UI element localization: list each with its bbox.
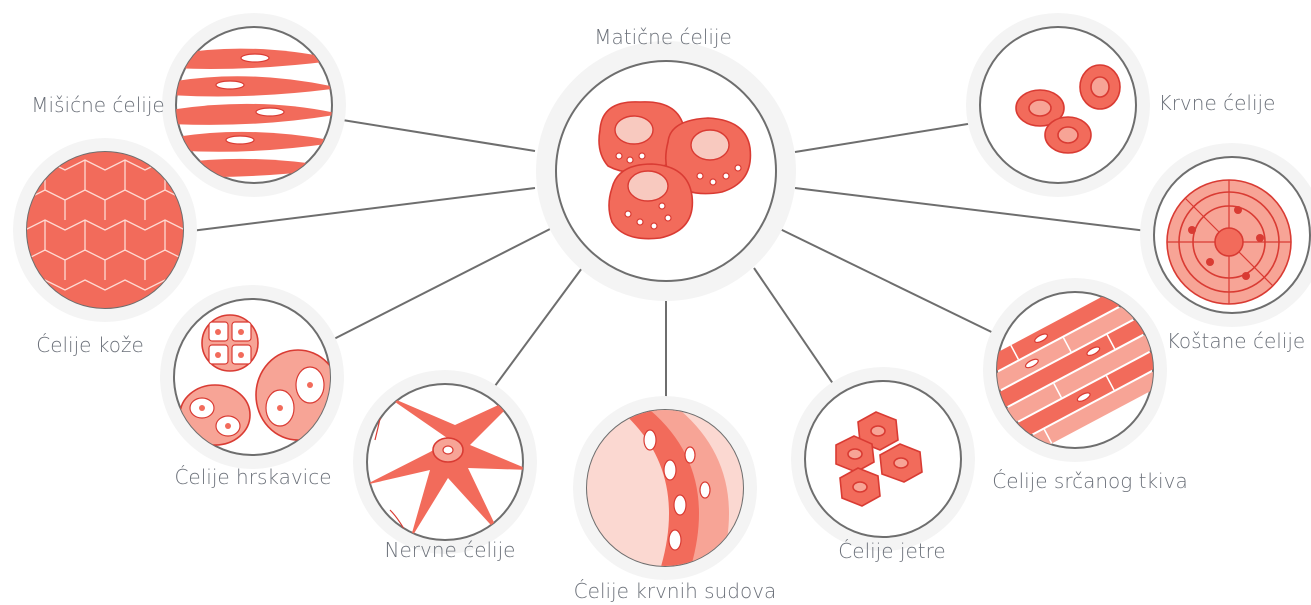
node-nerve: Nervne ćelije	[353, 370, 545, 562]
connector-nerve	[492, 268, 582, 390]
label-nerve: Nervne ćelije	[385, 538, 516, 562]
node-cartilage: Ćelije hrskavice	[160, 285, 344, 489]
label-cartilage: Ćelije hrskavice	[174, 465, 331, 489]
node-bone: Koštane ćelije	[1140, 143, 1311, 353]
label-skin: Ćelije kože	[36, 333, 144, 357]
label-heart: Ćelije srčanog tkiva	[992, 469, 1187, 493]
label-muscle: Mišićne ćelije	[31, 93, 164, 117]
bone-cells-illustration	[1167, 180, 1291, 304]
node-liver: Ćelije jetre	[791, 367, 975, 563]
node-stem-cells: Matične ćelije	[536, 25, 796, 301]
node-vessel: Ćelije krvnih sudova	[573, 396, 776, 603]
node-skin: Ćelije kože	[13, 138, 197, 357]
node-heart: Ćelije srčanog tkiva	[976, 278, 1188, 493]
connector-cartilage	[328, 228, 552, 342]
connector-bone	[795, 188, 1155, 232]
label-bone: Koštane ćelije	[1167, 329, 1306, 353]
label-blood: Krvne ćelije	[1159, 91, 1276, 115]
connector-liver	[754, 268, 840, 394]
center-label: Matične ćelije	[594, 25, 732, 49]
label-vessel: Ćelije krvnih sudova	[574, 579, 777, 603]
label-liver: Ćelije jetre	[838, 539, 945, 563]
connector-blood	[795, 122, 980, 152]
connector-heart	[780, 229, 1010, 341]
connector-muscle	[330, 118, 535, 151]
